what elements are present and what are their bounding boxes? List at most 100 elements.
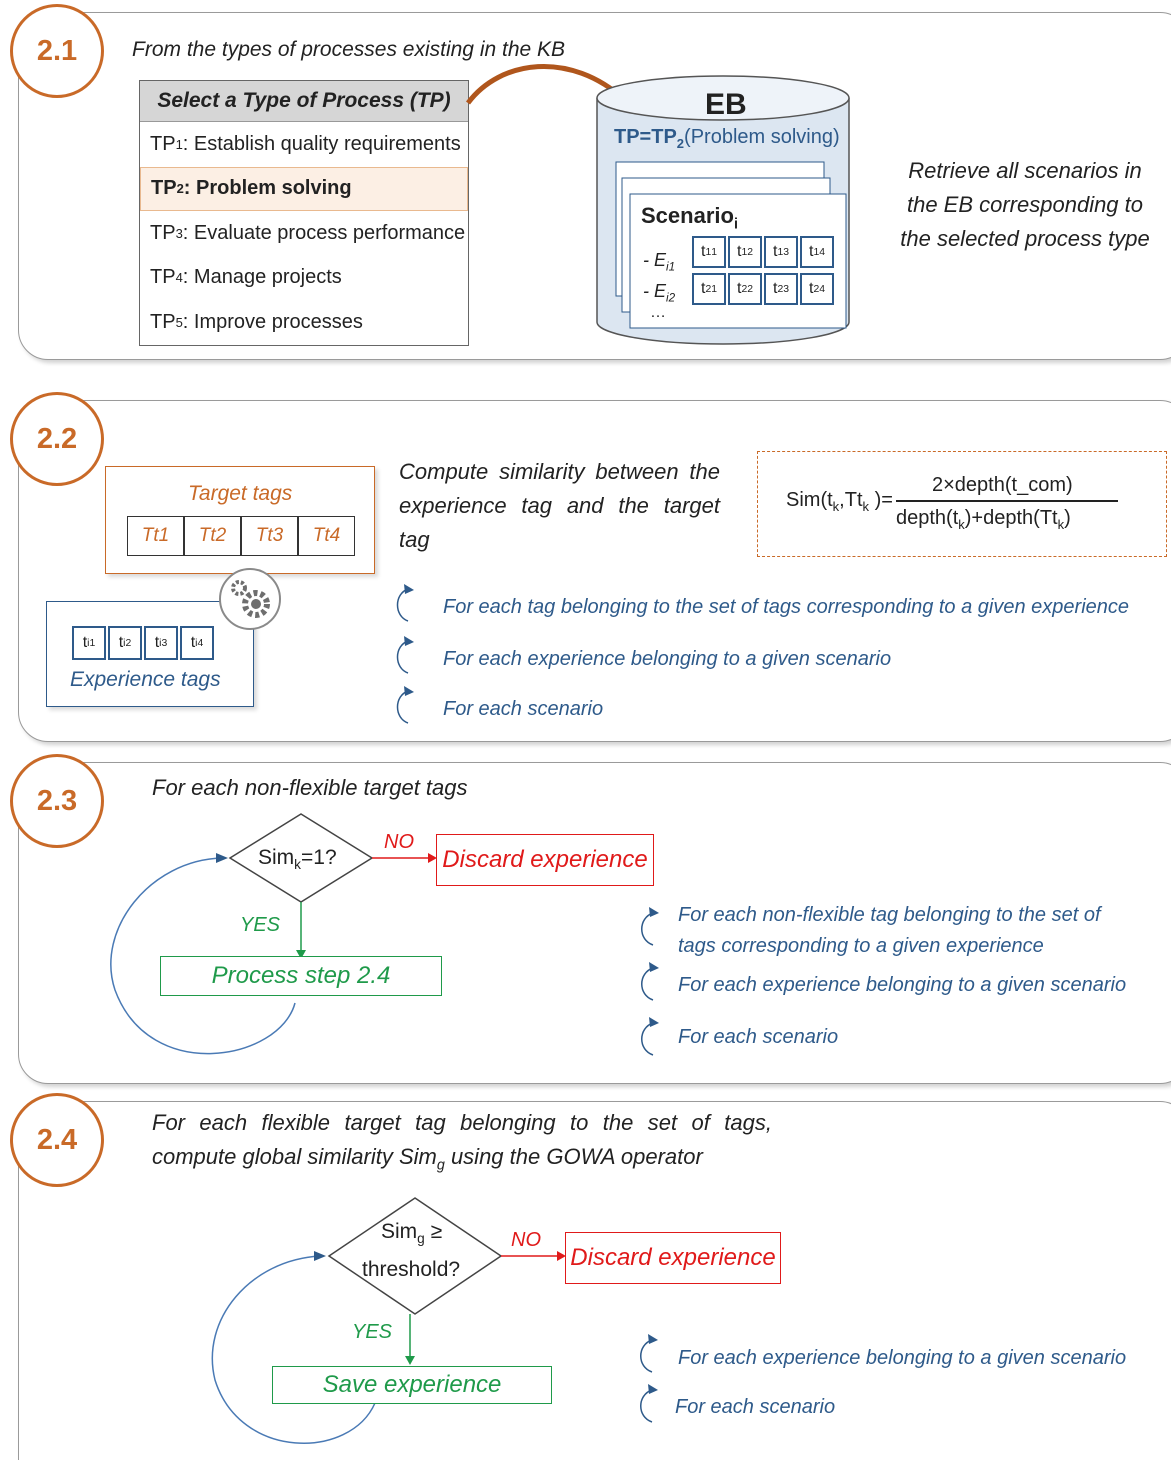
loop-label-nonflex-line2: tags corresponding to a given experience xyxy=(678,935,1044,957)
target-tag-cell: Tt4 xyxy=(298,516,355,556)
select-arrow xyxy=(465,63,627,105)
return-loop-head xyxy=(314,1251,326,1261)
experience-index: i1 xyxy=(666,260,676,274)
retrieve-scenarios-text: Retrieve all scenarios in the EB corresp… xyxy=(900,158,1150,251)
save-experience-box: Save experience xyxy=(272,1366,552,1404)
step-2-3-header: For each non-flexible target tags xyxy=(152,775,468,800)
experience-label: - E xyxy=(643,281,667,301)
target-tag-cell: Tt2 xyxy=(184,516,241,556)
decision-label-line1: Simg ≥ xyxy=(381,1220,442,1246)
step-number: 2.2 xyxy=(36,422,78,455)
eb-process-type: TP=TP2(Problem solving) xyxy=(614,126,840,151)
eb-title: EB xyxy=(705,88,747,121)
loop-label-scenarios: For each scenario xyxy=(443,698,604,720)
step-number: 2.1 xyxy=(36,34,78,67)
loop-arrow-icon xyxy=(641,1017,659,1056)
gear-icon xyxy=(219,568,281,630)
tp-label: : Problem solving xyxy=(183,177,352,200)
decision-index: k xyxy=(294,857,301,873)
no-arrow-head xyxy=(428,853,437,863)
step-badge-2-3: 2.3 xyxy=(10,754,104,848)
more-experiences: … xyxy=(650,304,666,321)
no-label: NO xyxy=(511,1229,541,1251)
tp-index: 5 xyxy=(175,314,183,330)
decision-text: =1? xyxy=(301,846,337,869)
loop-arrow-icon xyxy=(641,907,659,946)
no-label: NO xyxy=(384,831,414,853)
tp-index: 4 xyxy=(175,270,183,286)
yes-arrow-head xyxy=(296,950,306,959)
tp-prefix: TP xyxy=(150,132,176,155)
formula-index: k xyxy=(958,517,965,532)
experience-label: - E xyxy=(643,250,667,270)
formula-text: depth(t xyxy=(896,507,959,529)
header-text: compute global similarity Sim xyxy=(152,1144,437,1169)
tp-index: 2 xyxy=(176,181,184,197)
panel-step-2-3 xyxy=(18,762,1171,1084)
yes-arrow-head xyxy=(405,1356,415,1365)
tp-prefix: TP xyxy=(150,221,176,244)
discard-experience-box: Discard experience xyxy=(565,1232,781,1284)
decision-text: Sim xyxy=(381,1220,418,1243)
loop-arrow-icon xyxy=(396,584,414,622)
loop-arrow-icon xyxy=(640,1384,658,1423)
experience-row-label-2: - Ei2 xyxy=(643,281,675,305)
formula-text: )= xyxy=(869,489,893,511)
step-badge-2-4: 2.4 xyxy=(10,1093,104,1187)
loop-arrow-icon xyxy=(396,686,414,724)
step-number: 2.4 xyxy=(36,1123,78,1156)
loop-label-nonflex-line1: For each non-flexible tag belonging to t… xyxy=(678,904,1101,926)
formula-text: )+depth(Tt xyxy=(964,507,1058,529)
target-tags-table: Tt1 Tt2 Tt3 Tt4 xyxy=(127,516,355,556)
process-type-select-title: Select a Type of Process (TP) xyxy=(140,81,468,122)
eb-tp-index: 2 xyxy=(676,136,685,151)
experience-index: i2 xyxy=(666,291,676,305)
loop-label-experiences: For each experience belonging to a given… xyxy=(443,648,892,670)
target-tags-label: Target tags xyxy=(188,482,293,505)
tp-prefix: TP xyxy=(150,310,176,333)
decision-text: ≥ xyxy=(424,1220,443,1243)
return-loop-head xyxy=(216,853,228,863)
step-2-4-header-line2: compute global similarity Simg using the… xyxy=(152,1144,703,1173)
decision-label: Simk=1? xyxy=(258,846,337,872)
decision-diamond xyxy=(327,1197,503,1315)
header-index: g xyxy=(436,1157,445,1174)
experience-row-label-1: - Ei1 xyxy=(643,250,675,274)
step-badge-2-2: 2.2 xyxy=(10,392,104,486)
tp-label: : Manage projects xyxy=(182,266,342,289)
decision-text: Sim xyxy=(258,846,295,869)
decision-index: g xyxy=(417,1231,425,1247)
decision-label-line2: threshold? xyxy=(362,1258,461,1281)
loop-label-experiences: For each experience belonging to a given… xyxy=(678,974,1127,996)
header-text: using the GOWA operator xyxy=(444,1144,703,1169)
loop-arrow-icon xyxy=(640,1334,658,1373)
loop-label-scenarios: For each scenario xyxy=(675,1396,836,1418)
formula-index: k xyxy=(1057,517,1065,532)
loop-label-experiences: For each experience belonging to a given… xyxy=(678,1347,1127,1369)
step-badge-2-1: 2.1 xyxy=(10,4,104,98)
formula-fraction-bar xyxy=(896,500,1118,502)
yes-label: YES xyxy=(352,1321,393,1343)
tp-prefix: TP xyxy=(150,266,176,289)
tp-index: 1 xyxy=(175,136,183,152)
experience-tags-label: Experience tags xyxy=(70,668,221,691)
step-number: 2.3 xyxy=(36,784,78,817)
target-tag-cell: Tt3 xyxy=(241,516,298,556)
